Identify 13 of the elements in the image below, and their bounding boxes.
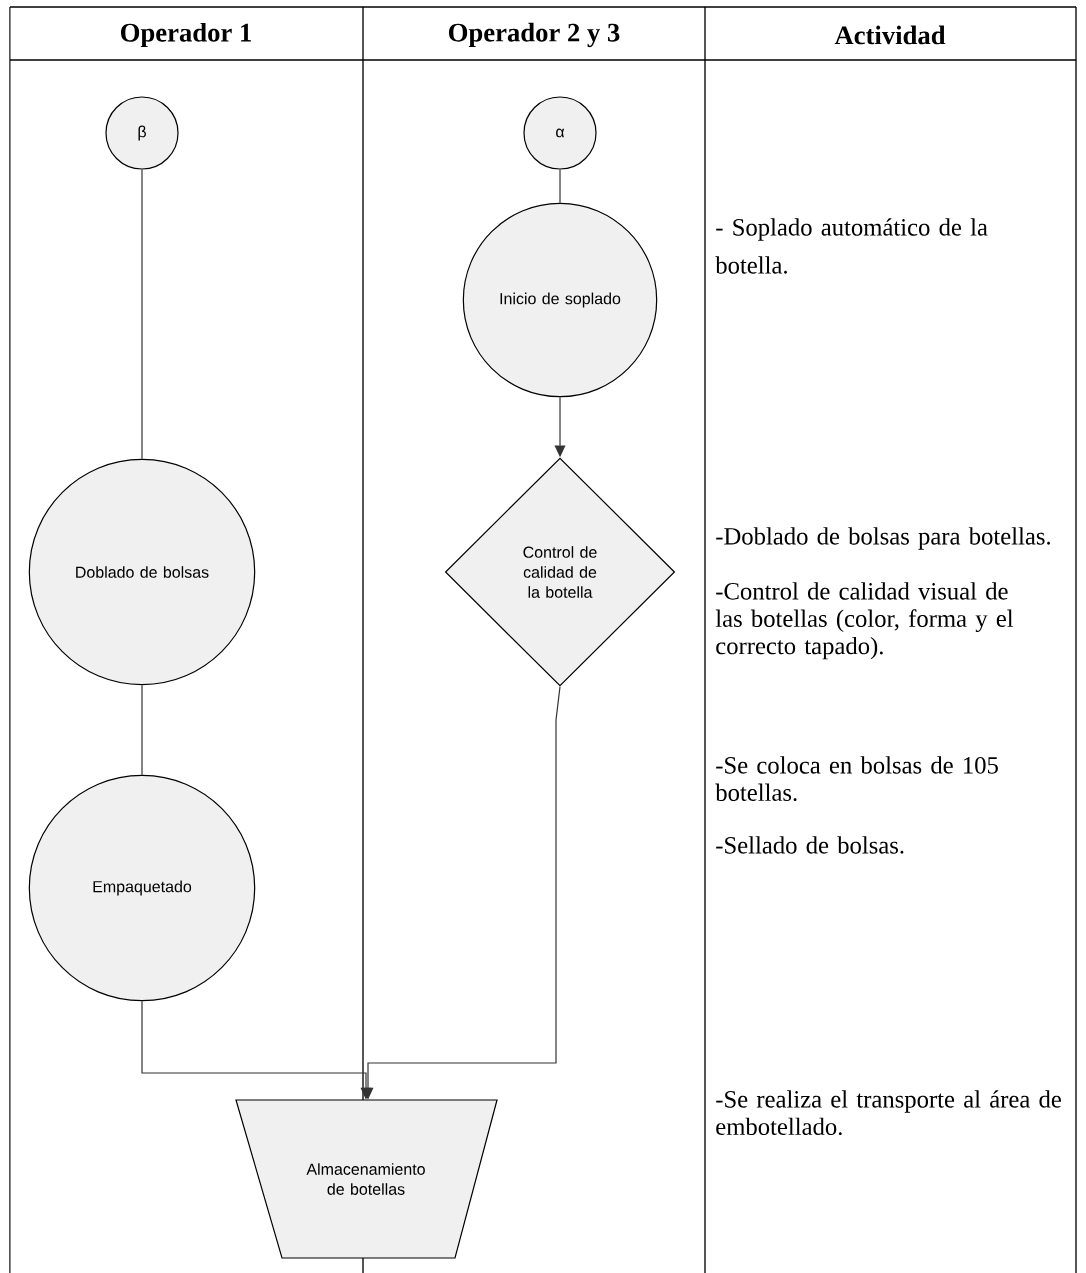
activity-text: -Control de calidad visual de las botellas (color, forma y el correcto tapado). (715, 582, 1014, 660)
column-heading: Actividad (834, 25, 946, 45)
activity-text: - Soplado automático de la botella. (715, 218, 988, 274)
column-heading: Operador 2 y 3 (449, 22, 620, 48)
connector-line (141, 684, 143, 776)
activity-text: -Sellado de bolsas. (716, 836, 904, 854)
storage-trapezoid: Almacenamiento de botellas (235, 1099, 498, 1259)
connector-line (141, 169, 143, 460)
activity-text: -Se realiza el transporte al área de embotellado. (716, 1090, 1061, 1136)
connector-line (559, 169, 561, 204)
activity-text: -Doblado de bolsas para botellas. (716, 527, 1050, 550)
activity-text: -Se coloca en bolsas de 105 botellas. (715, 756, 998, 802)
column-heading: Operador 1 (121, 22, 251, 48)
